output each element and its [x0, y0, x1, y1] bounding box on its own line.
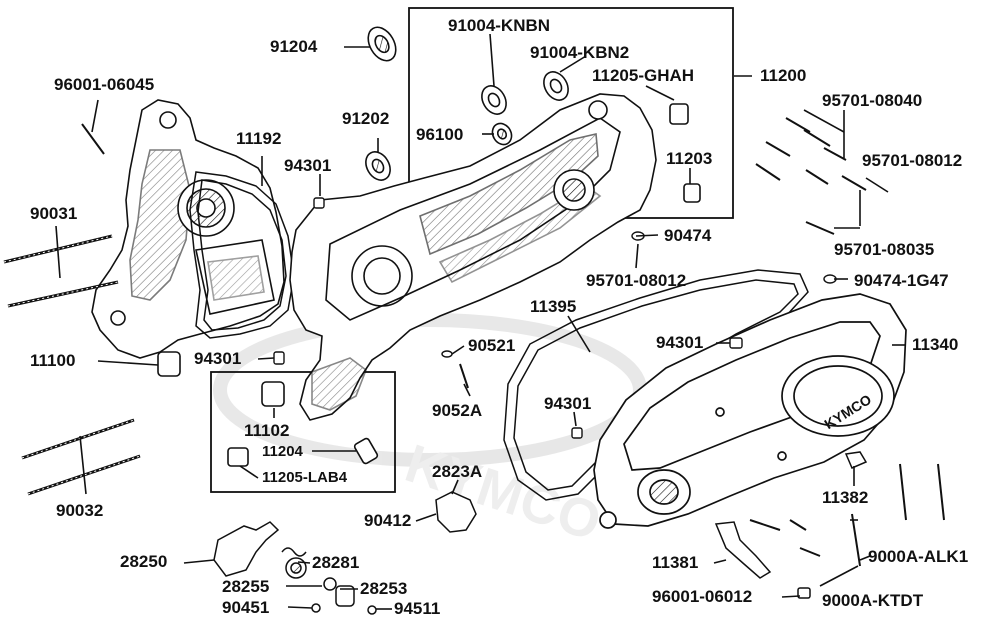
part-label-90474: 90474: [664, 226, 712, 245]
part-label-11205-lab4: 11205-LAB4: [262, 469, 348, 486]
right-crankcase: [289, 93, 657, 421]
part-label-91004-knbn: 91004-KNBN: [448, 16, 551, 35]
part-label-96100: 96100: [416, 125, 464, 144]
part-label-90412: 90412: [364, 511, 412, 530]
bushing-group-box: [210, 371, 396, 493]
part-label-95701-08035: 95701-08035: [834, 240, 935, 259]
dowels: [273, 197, 837, 439]
gasket-11192: [189, 171, 295, 339]
part-label-28250: 28250: [120, 552, 168, 571]
bolts: [81, 117, 945, 567]
part-label-11100: 11100: [30, 351, 76, 370]
part-label-90031: 90031: [30, 204, 78, 223]
part-label-11340: 11340: [912, 335, 959, 354]
part-label-95701-08012-mid: 95701-08012: [586, 271, 687, 290]
part-label-95701-08040: 95701-08040: [822, 91, 923, 110]
part-label-11381: 11381: [652, 553, 699, 572]
bearings: [157, 26, 701, 467]
part-label-28255: 28255: [222, 577, 270, 596]
part-label-9000a-alk1: 9000A-ALK1: [868, 547, 969, 566]
part-label-11382: 11382: [822, 488, 869, 507]
part-label-94301-left: 94301: [194, 349, 242, 368]
cover-11340: KYMCO: [593, 293, 907, 529]
part-label-28253: 28253: [360, 579, 408, 598]
part-label-28281: 28281: [312, 553, 360, 572]
part-label-11203: 11203: [666, 149, 713, 168]
part-label-2823a: 2823A: [432, 462, 483, 481]
part-label-11205-ghah: 11205-GHAH: [592, 66, 695, 85]
part-label-11200: 11200: [760, 66, 807, 85]
part-label-91204: 91204: [270, 37, 318, 56]
part-label-9000a-ktdt: 9000A-KTDT: [822, 591, 924, 610]
part-label-91202: 91202: [342, 109, 390, 128]
part-label-91004-kbn2: 91004-KBN2: [530, 43, 630, 62]
part-label-90521: 90521: [468, 336, 516, 355]
part-label-90451: 90451: [222, 598, 270, 617]
part-label-94301-mid: 94301: [656, 333, 704, 352]
part-label-90032: 90032: [56, 501, 104, 520]
part-label-94301-low: 94301: [544, 394, 592, 413]
part-label-95701-08012-right: 95701-08012: [862, 151, 963, 170]
part-label-94301-top: 94301: [284, 156, 332, 175]
part-label-11102: 11102: [244, 421, 290, 440]
part-label-96001-06045: 96001-06045: [54, 75, 155, 94]
part-label-9052a: 9052A: [432, 401, 483, 420]
left-crankcase: [91, 99, 285, 359]
part-label-94511: 94511: [394, 599, 441, 618]
part-label-11204: 11204: [262, 443, 303, 460]
part-label-11395: 11395: [530, 297, 577, 316]
leader-lines: [55, 33, 906, 610]
part-label-90474-1g47: 90474-1G47: [854, 271, 949, 290]
part-label-11192: 11192: [236, 129, 282, 148]
part-label-96001-06012: 96001-06012: [652, 587, 753, 606]
